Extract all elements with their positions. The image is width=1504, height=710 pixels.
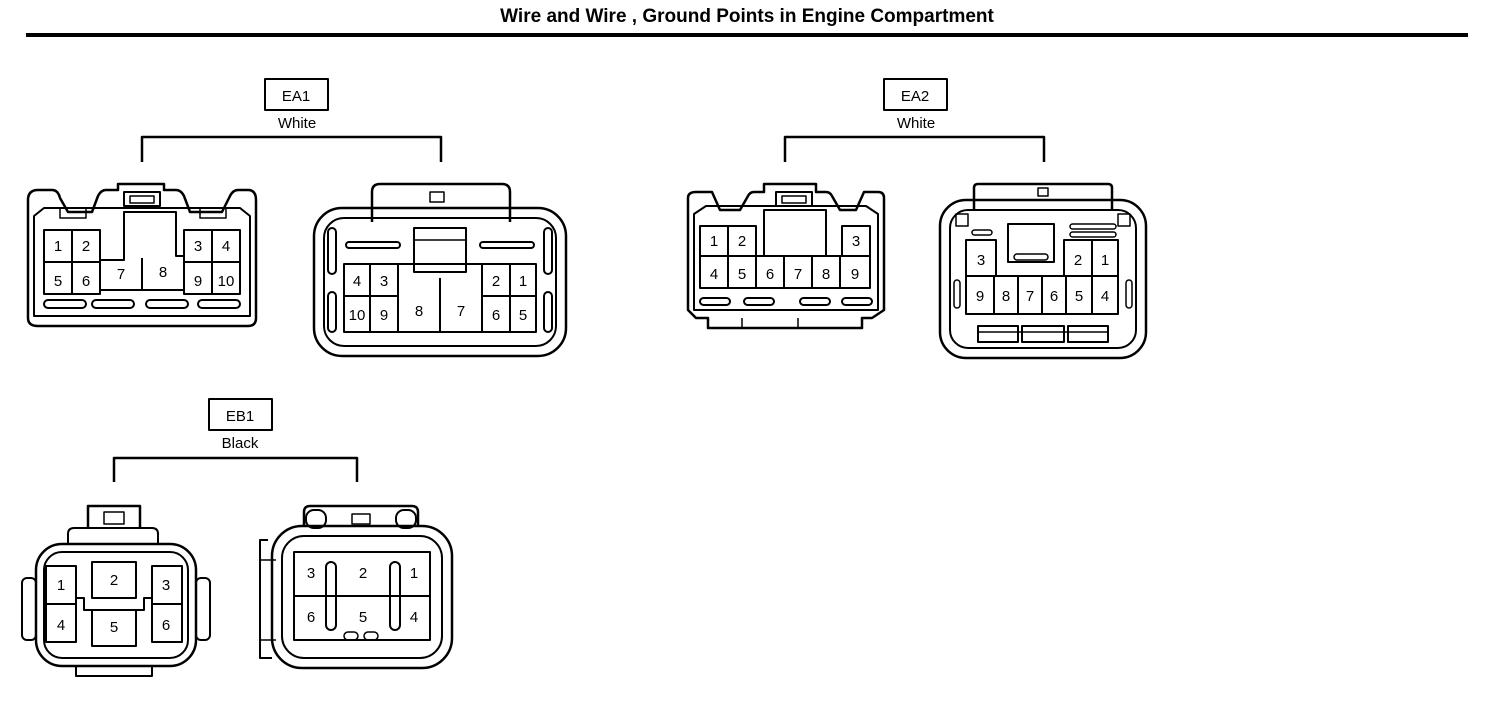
- ea1-male-pin: 3: [380, 273, 388, 290]
- ea1-female-pin: 6: [82, 273, 90, 290]
- eb1-male-pin: 2: [359, 565, 367, 582]
- ea1-female-pin: 3: [194, 238, 202, 255]
- ea1-female-pin: 1: [54, 238, 62, 255]
- connector-ea2: [686, 78, 1148, 360]
- ea1-male-pin: 6: [492, 307, 500, 324]
- ea1-male-pin: 8: [415, 303, 423, 320]
- ea1-female-connector: [26, 182, 258, 328]
- eb1-female-pin: 1: [57, 577, 65, 594]
- eb1-female-pin: 3: [162, 577, 170, 594]
- ea2-male-pin: 9: [976, 288, 984, 305]
- ea2-female-pin: 4: [710, 266, 718, 283]
- ea1-male-pin: 1: [519, 273, 527, 290]
- ea2-female-pin: 5: [738, 266, 746, 283]
- eb1-female-pin: 6: [162, 617, 170, 634]
- ea1-female-pin: 9: [194, 273, 202, 290]
- ea1-code-box: [264, 78, 329, 111]
- ea2-male-pin: 4: [1101, 288, 1109, 305]
- eb1-code-box: [208, 398, 273, 431]
- page-title: Wire and Wire , Ground Points in Engine …: [500, 6, 994, 27]
- ea2-female-pin: 3: [852, 233, 860, 250]
- ea2-female-connector: [686, 182, 886, 330]
- ea2-male-pin: 3: [977, 252, 985, 269]
- ea1-female-pin: 7: [117, 266, 125, 283]
- ea2-male-pin: 5: [1075, 288, 1083, 305]
- connector-ea1: [26, 78, 568, 358]
- ea2-male-connector: [938, 182, 1148, 360]
- ea1-male-connector: [312, 182, 568, 358]
- ea2-female-pin: 2: [738, 233, 746, 250]
- eb1-male-pin: 6: [307, 609, 315, 626]
- ea1-female-pin: 5: [54, 273, 62, 290]
- ea2-female-pin: 1: [710, 233, 718, 250]
- ea2-code-box: [883, 78, 948, 111]
- ea2-color-label: White: [897, 115, 935, 132]
- eb1-female-pin: 2: [110, 572, 118, 589]
- ea1-bracket: [140, 135, 443, 162]
- eb1-male-pin: 5: [359, 609, 367, 626]
- ea1-female-pin: 8: [159, 264, 167, 281]
- ea2-female-pin: 8: [822, 266, 830, 283]
- ea2-male-pin: 2: [1074, 252, 1082, 269]
- ea1-female-pin: 10: [218, 273, 235, 290]
- ea1-female-pin: 4: [222, 238, 230, 255]
- ea1-male-pin: 10: [349, 307, 366, 324]
- ea2-code-label: EA2: [901, 88, 929, 105]
- eb1-code-label: EB1: [226, 408, 254, 425]
- ea2-male-pin: 1: [1101, 252, 1109, 269]
- connector-eb1: [21, 398, 454, 677]
- eb1-male-pin: 1: [410, 565, 418, 582]
- ea2-female-pin: 6: [766, 266, 774, 283]
- ea1-color-label: White: [278, 115, 316, 132]
- ea1-male-pin: 2: [492, 273, 500, 290]
- ea2-male-pin: 6: [1050, 288, 1058, 305]
- eb1-male-pin: 4: [410, 609, 418, 626]
- eb1-female-connector: [21, 504, 211, 677]
- eb1-color-label: Black: [222, 435, 259, 452]
- ea1-male-pin: 4: [353, 273, 361, 290]
- ea2-female-pin: 9: [851, 266, 859, 283]
- eb1-male-pin: 3: [307, 565, 315, 582]
- eb1-male-connector: [259, 504, 454, 670]
- ea1-male-pin: 9: [380, 307, 388, 324]
- ea1-female-pin: 2: [82, 238, 90, 255]
- ea2-bracket: [783, 135, 1046, 162]
- eb1-female-pin: 4: [57, 617, 65, 634]
- eb1-female-pin: 5: [110, 619, 118, 636]
- ea2-female-pin: 7: [794, 266, 802, 283]
- eb1-bracket: [112, 456, 359, 482]
- ea2-male-pin: 8: [1002, 288, 1010, 305]
- ea1-male-pin: 5: [519, 307, 527, 324]
- ea2-male-pin: 7: [1026, 288, 1034, 305]
- ea1-male-pin: 7: [457, 303, 465, 320]
- ea1-code-label: EA1: [282, 88, 310, 105]
